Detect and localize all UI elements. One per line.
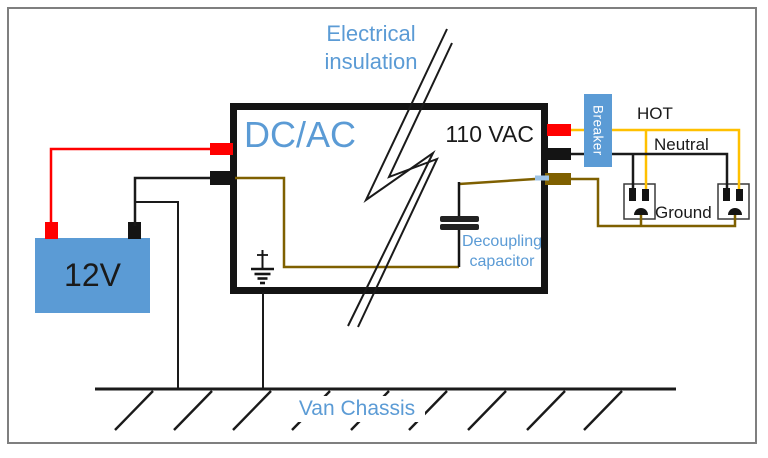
van-chassis-ground-icon	[95, 387, 676, 431]
inverter-ac-ground-terminal	[545, 173, 571, 185]
inverter-ac-hot-terminal	[547, 124, 571, 136]
electrical-insulation-label: Electrical insulation	[324, 21, 418, 74]
inverter-dc-negative-terminal	[210, 171, 233, 185]
insulation-lightning-icon	[347, 28, 453, 328]
battery: 12V	[35, 238, 150, 313]
inverter-label: DC/AC	[244, 114, 357, 155]
inverter-dc-positive-terminal	[210, 143, 233, 155]
internal-ground-wiring	[235, 175, 549, 269]
battery-negative-terminal	[128, 222, 141, 239]
battery-positive-wire	[49, 147, 211, 226]
capacitor-icon	[440, 182, 479, 267]
hot-wire	[571, 128, 741, 191]
earth-ground-icon	[251, 250, 274, 285]
battery-chassis-ground-wire	[136, 201, 179, 388]
ac-outlet-1-contacts	[629, 188, 649, 215]
breaker: Breaker	[584, 94, 612, 167]
ac-outlet-2-contacts	[723, 188, 743, 215]
battery-voltage-label: 12V	[64, 257, 121, 293]
neutral-line-label: Neutral	[654, 135, 709, 154]
inverter-output-label: 110 VAC	[445, 121, 534, 147]
inverter-terminals	[210, 124, 571, 185]
battery-positive-terminal	[45, 222, 58, 239]
neutral-wire	[571, 152, 729, 190]
van-chassis-label: Van Chassis	[289, 396, 425, 422]
decoupling-capacitor-label: Decoupling capacitor	[461, 233, 543, 270]
inverter-ac-neutral-terminal	[547, 148, 571, 160]
diagram-frame	[7, 7, 757, 444]
ground-line-label: Ground	[655, 203, 712, 222]
battery-negative-wire	[133, 176, 211, 226]
hot-line-label: HOT	[637, 104, 673, 123]
breaker-label: Breaker	[590, 105, 606, 156]
